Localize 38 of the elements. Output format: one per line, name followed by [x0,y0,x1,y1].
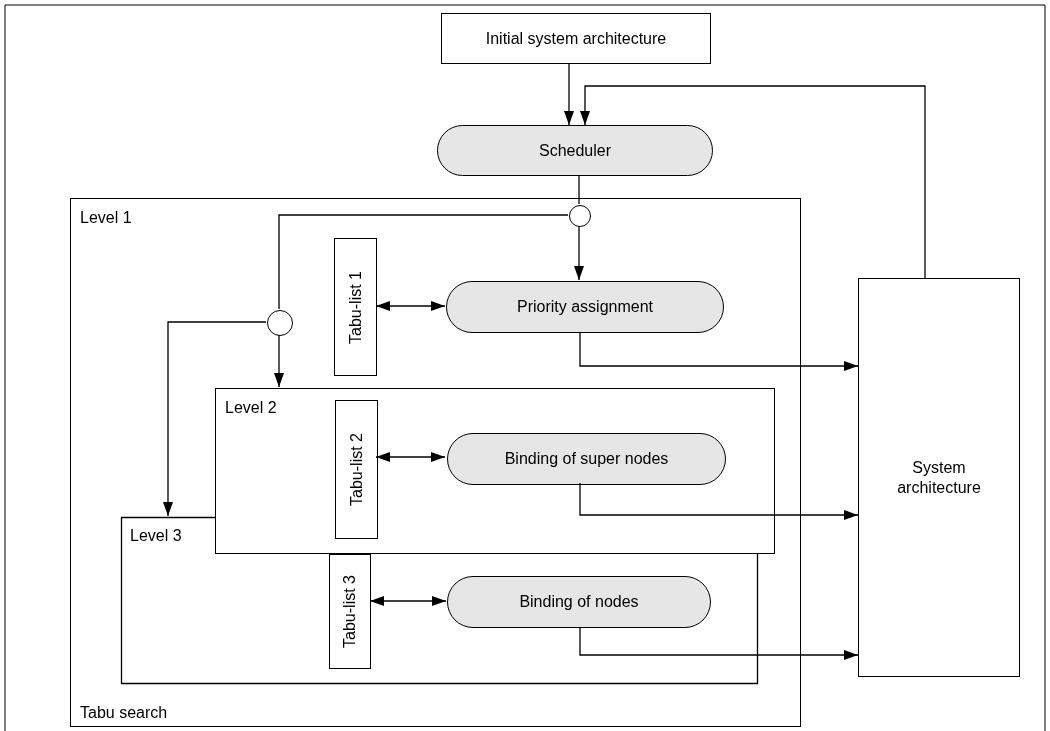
arrow [579,331,859,371]
list-box [334,238,377,376]
arrow [579,626,859,660]
process-pill [447,576,711,628]
node-label: Initial system architecture [485,28,667,49]
arrow [564,63,574,126]
process-pill [447,433,726,485]
arrow [369,596,447,606]
arrow [163,321,267,517]
process-box [441,13,711,64]
level-frame [121,517,758,684]
level-label: Level 3 [130,526,182,546]
node-label: Priority assignment [516,297,653,317]
list-box [335,400,378,539]
junction-circle [267,310,293,336]
level-label: Tabu search [80,702,168,722]
node-label: System architecture [896,458,982,497]
arrow [375,452,446,462]
process-box [858,278,1020,677]
arrow [274,334,284,388]
arrow [574,225,584,281]
arrow [580,85,926,279]
level-frame [70,198,801,727]
process-pill [446,281,724,333]
arrow [579,482,859,520]
junction-circle [569,205,591,227]
level-label: Level 2 [225,398,277,418]
list-label: Tabu-list 3 [340,575,360,648]
level-frame [215,388,775,554]
node-label: Scheduler [538,140,611,161]
list-label: Tabu-list 1 [345,270,365,344]
arrow [375,301,446,311]
process-pill [437,125,713,176]
list-label: Tabu-list 2 [346,433,366,506]
node-label: Binding of nodes [519,592,639,612]
list-box [329,554,371,669]
level-label: Level 1 [80,208,132,228]
node-label: Binding of super nodes [504,449,669,469]
